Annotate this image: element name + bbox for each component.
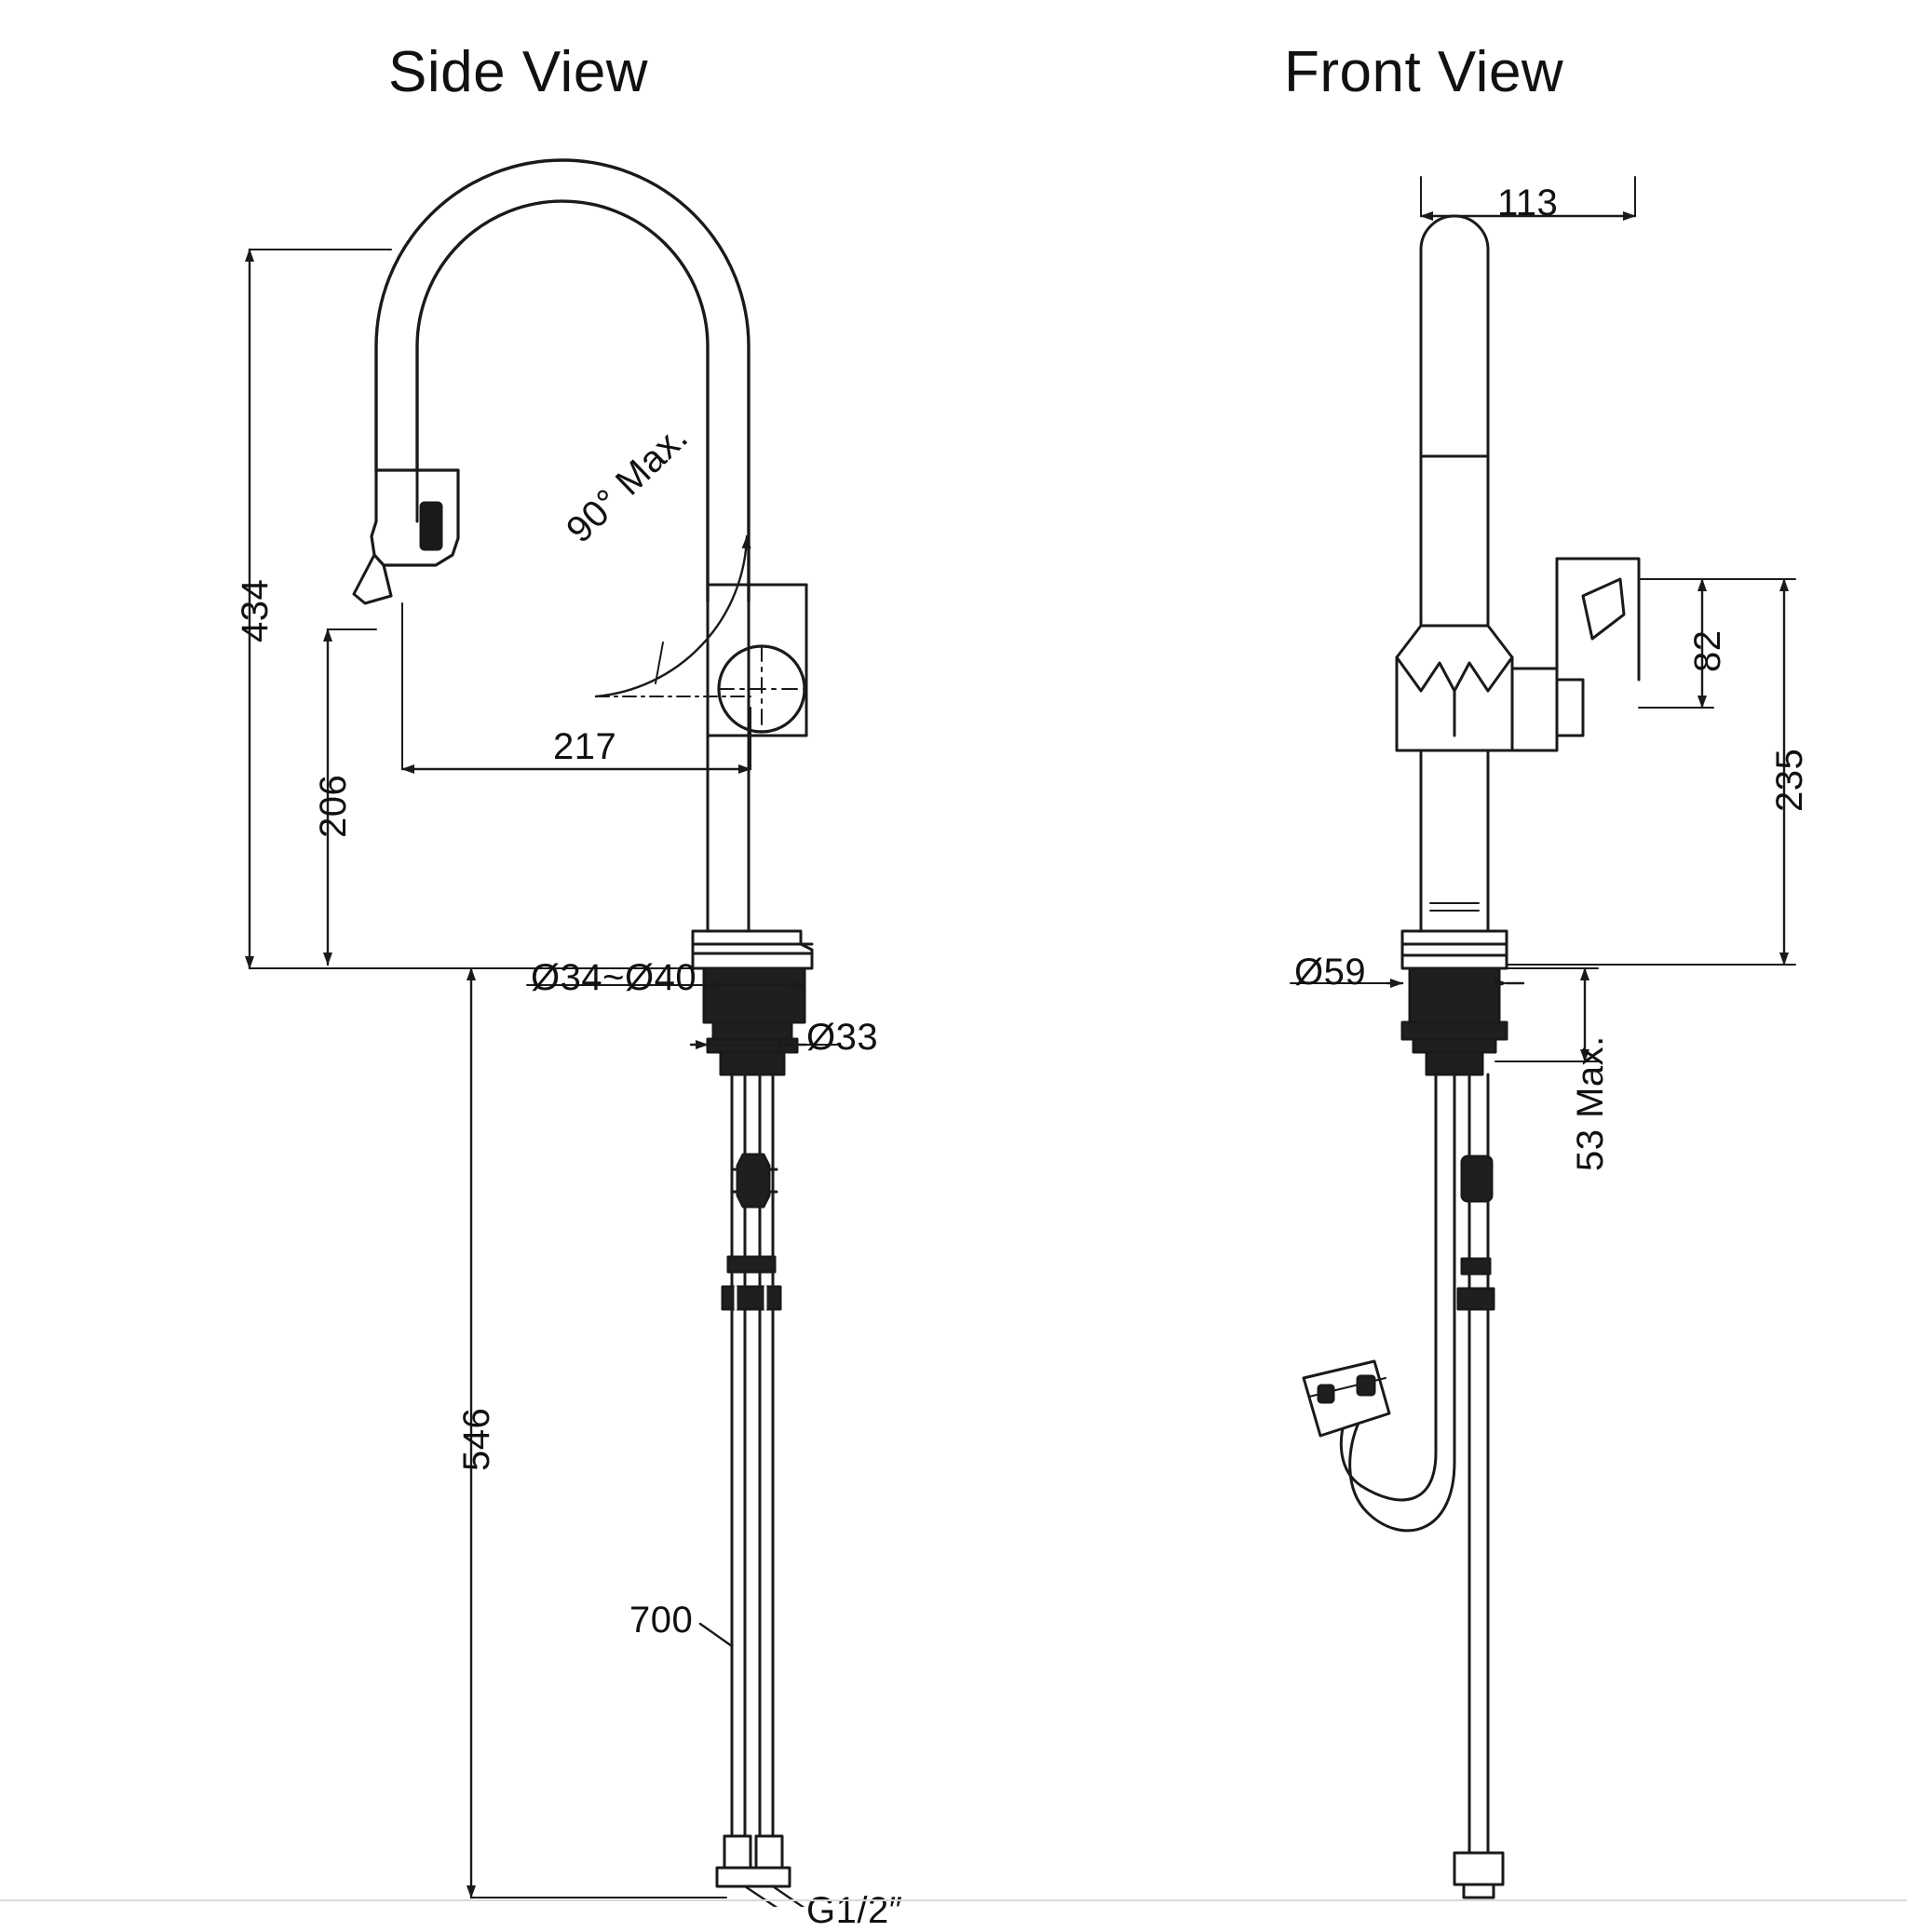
footer-divider	[0, 1899, 1907, 1901]
dim-shank-diameter: Ø33	[806, 1017, 879, 1058]
front-view-title: Front View	[1284, 40, 1564, 104]
side-view-title: Side View	[388, 40, 649, 104]
dim-spout-width: 113	[1497, 182, 1559, 223]
dim-handle-height: 82	[1687, 629, 1728, 673]
dim-body-height: 235	[1769, 748, 1810, 812]
dim-base-diameter: Ø59	[1294, 952, 1367, 993]
dim-handle-swivel: 90° Max.	[559, 416, 697, 551]
dim-spout-reach: 217	[553, 726, 617, 767]
dim-deck-hole-range: Ø34~Ø40	[531, 957, 697, 998]
dim-deck-thickness: 53 Max.	[1570, 1035, 1611, 1171]
dim-overall-height: 434	[235, 578, 276, 642]
dim-supply-hose-length: 700	[629, 1600, 694, 1641]
dim-spout-height: 206	[313, 774, 354, 838]
dim-hose-length: 546	[456, 1407, 497, 1471]
dim-supply-thread: G1/2″	[806, 1890, 903, 1931]
